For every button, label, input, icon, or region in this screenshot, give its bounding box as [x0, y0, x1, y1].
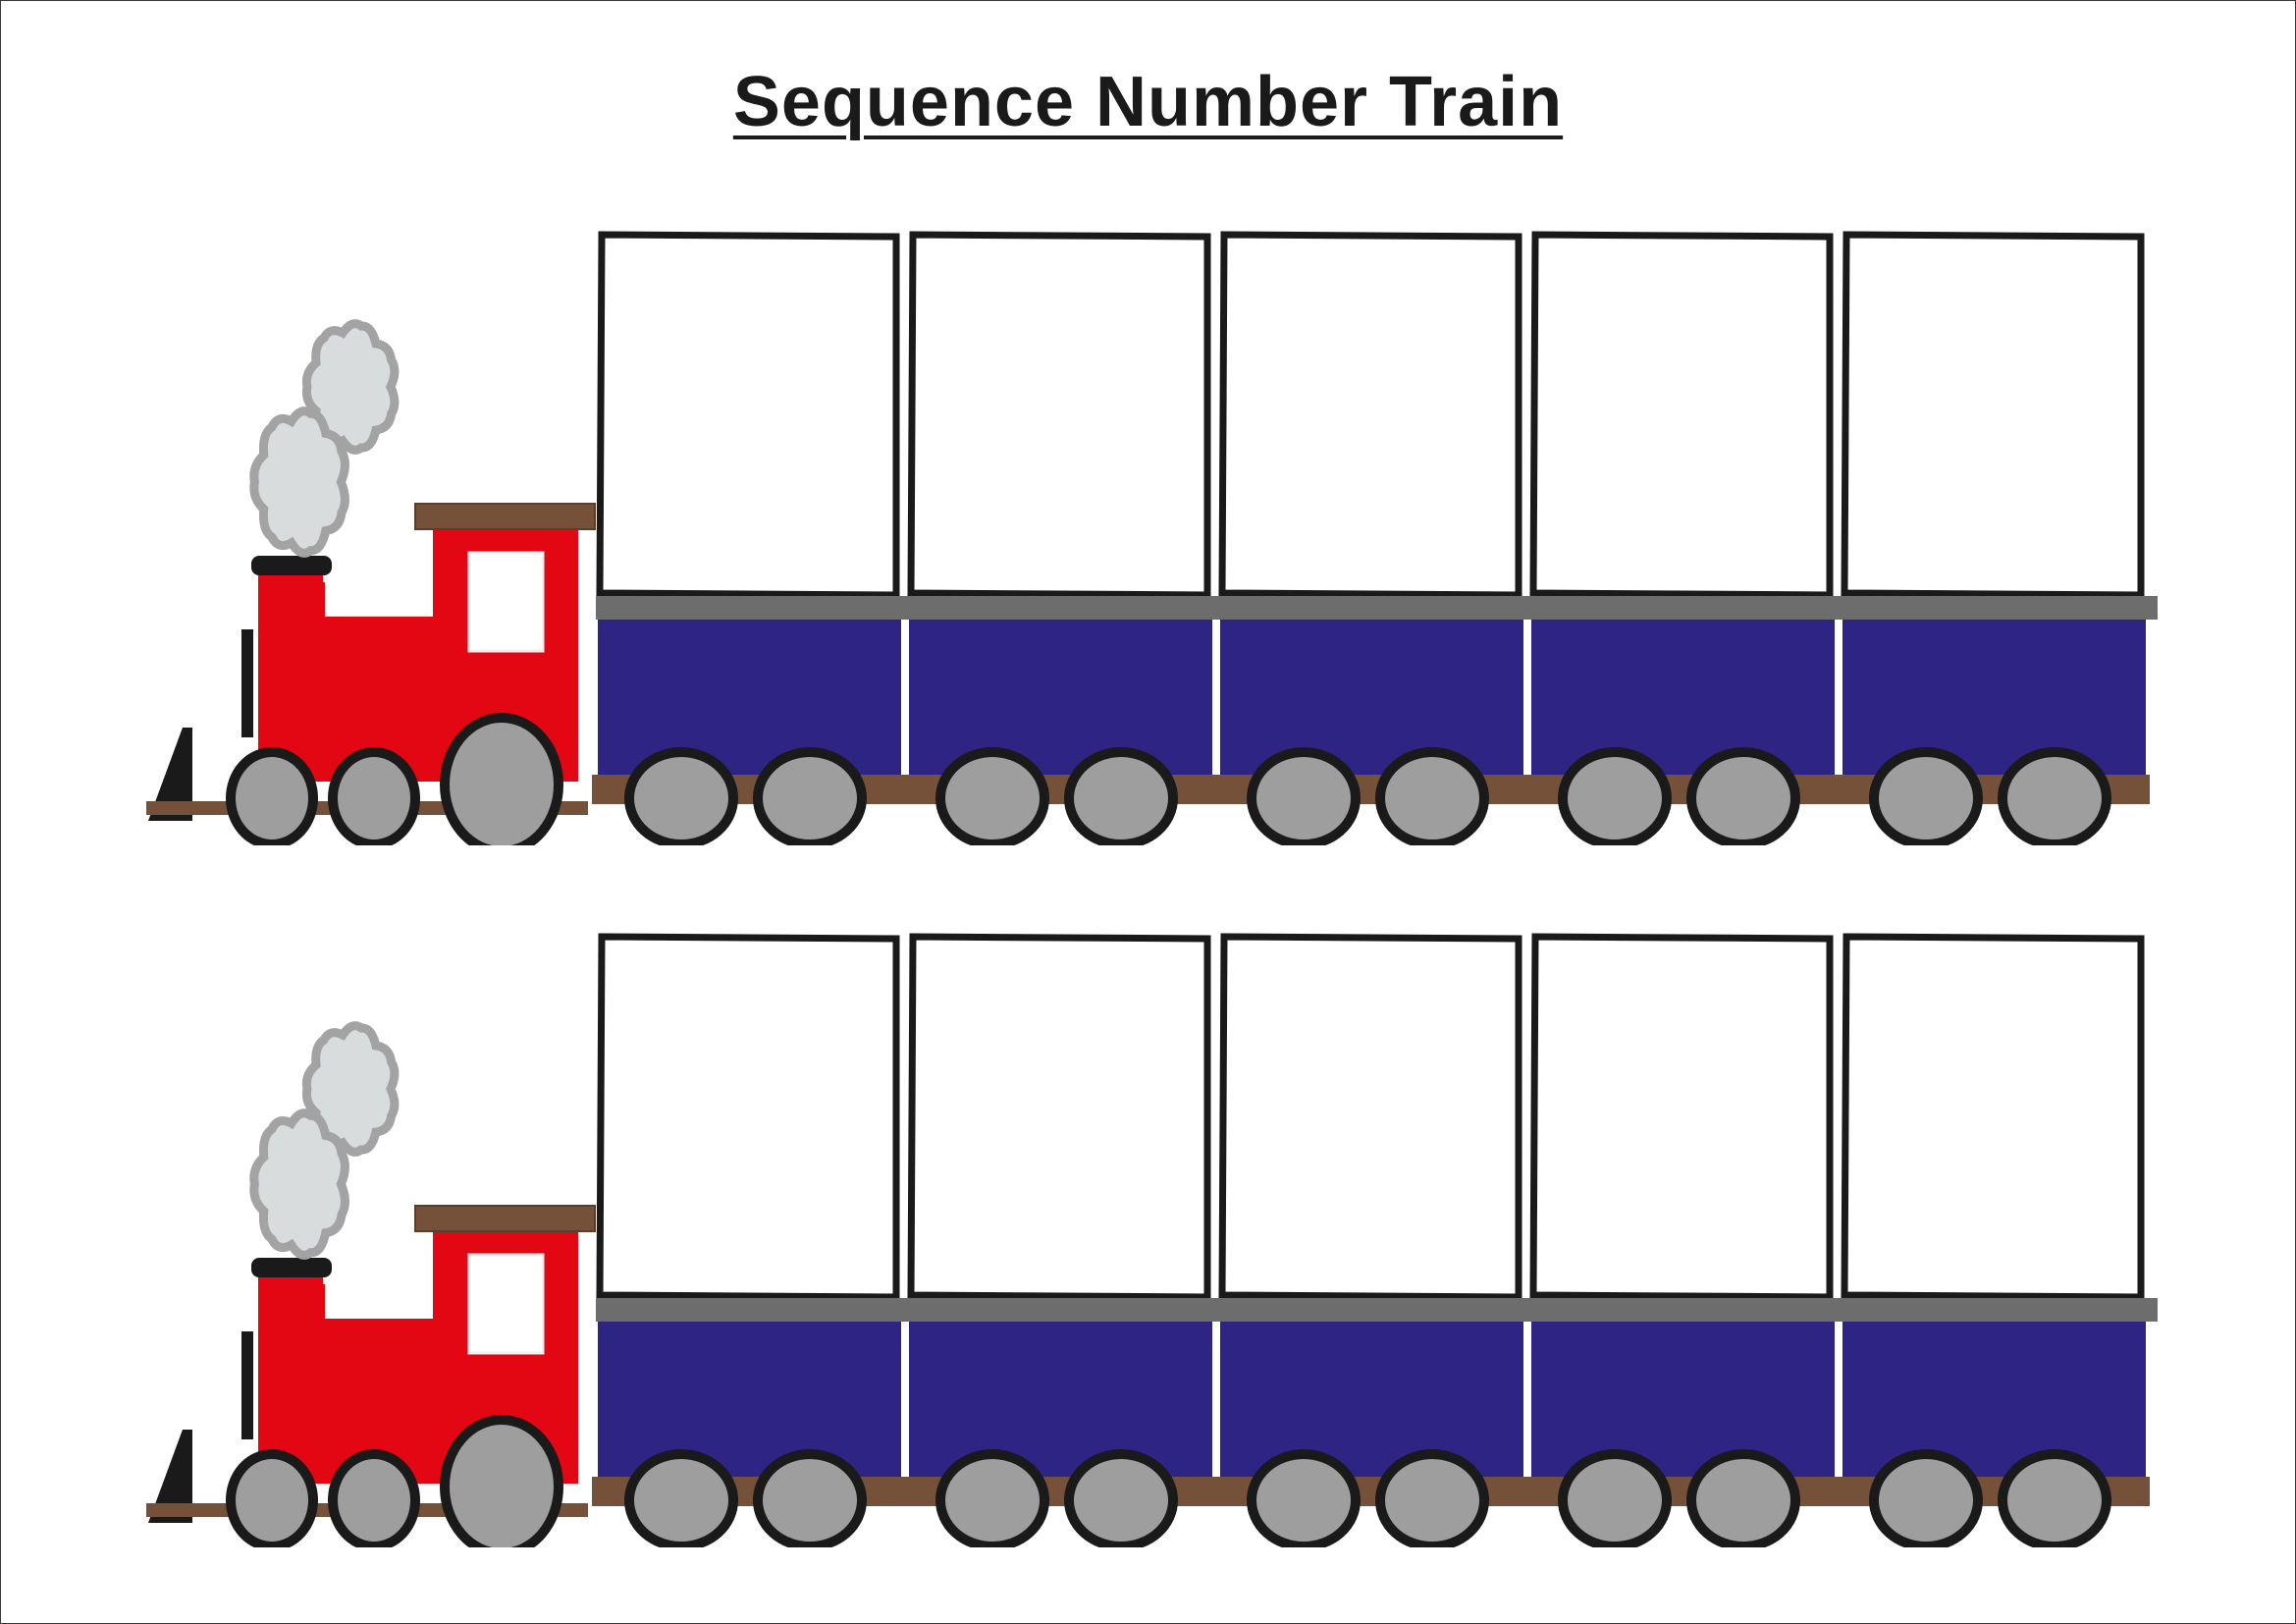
smoke-puff-top [301, 319, 400, 455]
chimney-cap [251, 1258, 332, 1277]
carriage-2 [903, 231, 1216, 845]
carriage-body-4 [1531, 620, 1835, 777]
answer-box-1 [596, 231, 900, 599]
train-2 [1, 919, 2296, 1547]
carriage-wheel-2a [935, 747, 1049, 845]
engine [146, 1021, 596, 1547]
engine-wheel-1 [226, 1449, 318, 1547]
train-group [146, 933, 2158, 1547]
engine-wheel-2 [328, 1449, 420, 1547]
carriage-wheel-3b [1375, 747, 1489, 845]
carriage-wheel-5b [1998, 1449, 2111, 1547]
title-text: Sequence Number Train [732, 63, 1564, 141]
carriage-wheel-4b [1686, 1449, 1800, 1547]
answer-box-4 [1529, 231, 1834, 599]
carriage-body-3 [1220, 1322, 1523, 1479]
carriage-body-1 [598, 620, 901, 777]
carriage-wheel-4a [1558, 747, 1672, 845]
carriage-1 [592, 231, 905, 845]
train-drawing [146, 933, 2158, 1547]
chimney-cap [251, 556, 332, 575]
carriage-roof-strip [596, 596, 2158, 620]
carriage-3 [1214, 231, 1527, 845]
smoke-puff-bottom [249, 406, 349, 558]
carriage-wheel-4a [1558, 1449, 1672, 1547]
carriage-wheel-3b [1375, 1449, 1489, 1547]
carriage-wheel-5b [1998, 747, 2111, 845]
carriage-wheel-5a [1869, 747, 1983, 845]
carriage-roof-strip [596, 1298, 2158, 1322]
carriage-body-5 [1842, 1322, 2146, 1479]
engine-window [467, 551, 545, 653]
carriage-body-4 [1531, 1322, 1835, 1479]
engine-roof [414, 503, 596, 530]
carriage-wheel-3a [1247, 1449, 1361, 1547]
carriage-2 [903, 933, 1216, 1547]
cow-catcher [148, 1430, 192, 1523]
answer-box-3 [1218, 231, 1522, 599]
answer-box-3 [1218, 933, 1522, 1301]
answer-box-2 [907, 933, 1211, 1301]
cow-catcher [148, 728, 192, 821]
carriage-5 [1837, 231, 2150, 845]
carriage-wheel-1a [624, 747, 738, 845]
front-bar [241, 1331, 253, 1439]
chimney-stack [258, 1277, 323, 1287]
carriage-wheel-2b [1064, 1449, 1178, 1547]
engine [146, 319, 596, 845]
carriage-3 [1214, 933, 1527, 1547]
carriage-body-2 [909, 620, 1212, 777]
carriage-wheel-3a [1247, 747, 1361, 845]
answer-box-5 [1841, 231, 2145, 599]
carriage-body-1 [598, 1322, 901, 1479]
carriage-wheel-2a [935, 1449, 1049, 1547]
engine-wheel-1 [226, 747, 318, 845]
answer-box-4 [1529, 933, 1834, 1301]
chimney-stack [258, 575, 323, 585]
carriage-wheel-5a [1869, 1449, 1983, 1547]
front-bar [241, 629, 253, 737]
carriage-wheel-1a [624, 1449, 738, 1547]
engine-wheel-big [440, 713, 563, 845]
carriage-body-3 [1220, 620, 1523, 777]
smoke-puff-bottom [249, 1109, 349, 1260]
train-group [146, 231, 2158, 845]
carriage-wheel-1b [753, 747, 867, 845]
page-title: Sequence Number Train [1, 62, 2295, 142]
carriage-4 [1525, 933, 1839, 1547]
carriage-wheel-4b [1686, 747, 1800, 845]
answer-box-1 [596, 933, 900, 1301]
carriage-body-5 [1842, 620, 2146, 777]
answer-box-5 [1841, 933, 2145, 1301]
train-drawing [146, 231, 2158, 845]
engine-roof [414, 1205, 596, 1232]
engine-wheel-2 [328, 747, 420, 845]
answer-box-2 [907, 231, 1211, 599]
carriage-4 [1525, 231, 1839, 845]
engine-wheel-big [440, 1415, 563, 1547]
engine-window [467, 1253, 545, 1355]
smoke-puff-top [301, 1021, 400, 1157]
carriage-wheel-1b [753, 1449, 867, 1547]
carriage-wheel-2b [1064, 747, 1178, 845]
carriage-body-2 [909, 1322, 1212, 1479]
train-1 [1, 217, 2296, 845]
carriage-5 [1837, 933, 2150, 1547]
carriage-1 [592, 933, 905, 1547]
